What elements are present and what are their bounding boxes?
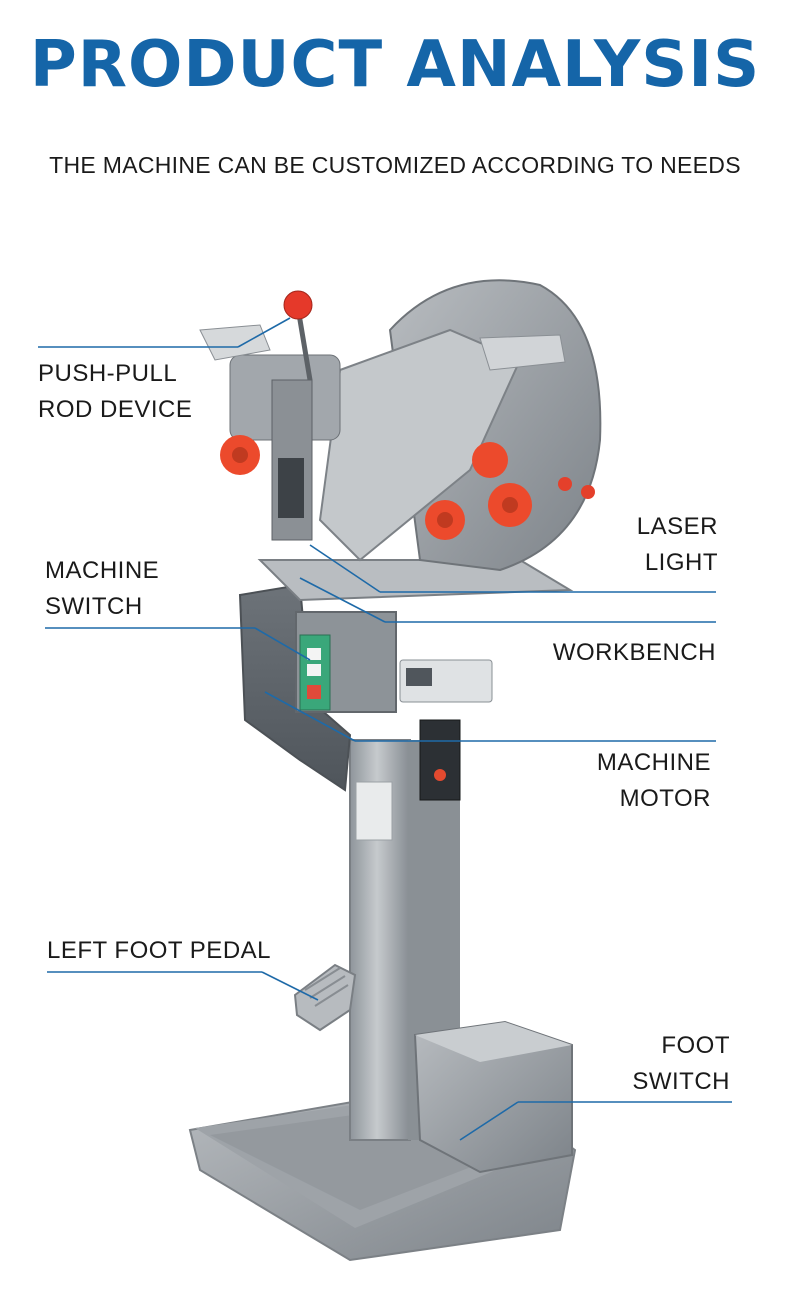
foot-switch-label: FOOT SWITCH xyxy=(632,1032,730,1095)
workbench-label: WORKBENCH xyxy=(552,639,716,666)
machine-switch-label: MACHINE SWITCH xyxy=(45,557,160,620)
page-subtitle: THE MACHINE CAN BE CUSTOMIZED ACCORDING … xyxy=(49,152,741,178)
machine-motor xyxy=(419,719,461,801)
rod-knob xyxy=(283,290,313,320)
page-title: PRODUCT ANALYSIS xyxy=(29,28,761,102)
workbench xyxy=(257,559,574,602)
laser-light-label: LASER LIGHT xyxy=(636,513,718,576)
left-foot-pedal-label: LEFT FOOT PEDAL xyxy=(47,937,272,964)
machine-motor-label: MACHINE MOTOR xyxy=(596,749,711,812)
left-foot-pedal xyxy=(293,963,357,1032)
push-pull-rod-label: PUSH-PULL ROD DEVICE xyxy=(38,360,193,423)
